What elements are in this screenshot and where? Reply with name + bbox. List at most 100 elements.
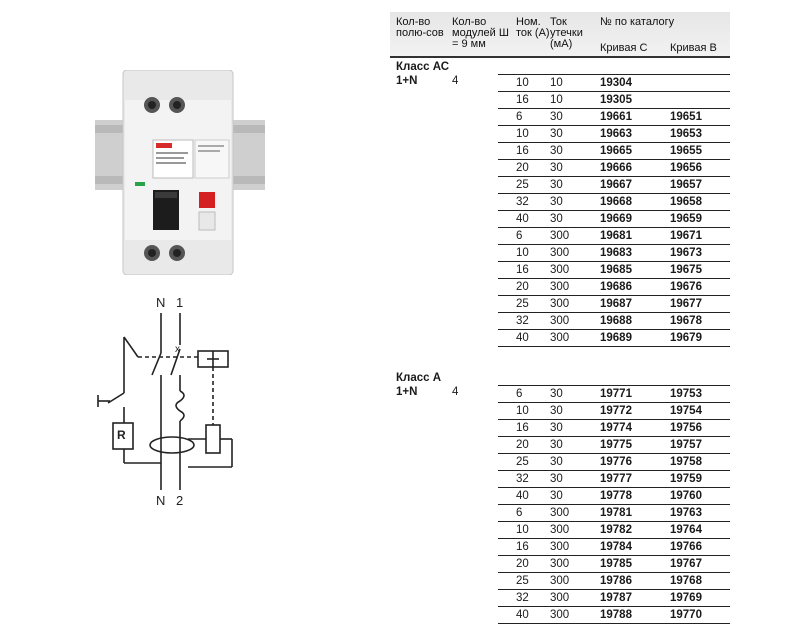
catalog-c-cell: 19304 [600, 77, 632, 89]
catalog-b-cell: 19753 [670, 388, 702, 400]
leakage-current-cell: 30 [550, 439, 563, 451]
catalog-c-cell: 19686 [600, 281, 632, 293]
catalog-c-cell: 19787 [600, 592, 632, 604]
catalog-b-cell: 19760 [670, 490, 702, 502]
leakage-current-cell: 300 [550, 541, 570, 553]
resistor-label: R [117, 428, 126, 442]
svg-text:x: x [175, 344, 180, 355]
catalog-c-cell: 19683 [600, 247, 632, 259]
table-row: 40 30 19778 19760 [498, 488, 730, 505]
leakage-current-cell: 30 [550, 405, 563, 417]
circuit-breaker-photo-icon [95, 69, 265, 276]
catalog-b-cell: 19758 [670, 456, 702, 468]
leakage-current-cell: 300 [550, 281, 570, 293]
table-row: 16 300 19784 19766 [498, 539, 730, 556]
leakage-current-cell: 30 [550, 456, 563, 468]
terminal-label-n-bottom: N [156, 493, 166, 508]
leakage-current-cell: 300 [550, 524, 570, 536]
catalog-c-cell: 19776 [600, 456, 632, 468]
rated-current-cell: 40 [516, 332, 529, 344]
leakage-current-cell: 30 [550, 145, 563, 157]
catalog-b-cell: 19759 [670, 473, 702, 485]
catalog-b-cell: 19653 [670, 128, 702, 140]
catalog-b-cell: 19767 [670, 558, 702, 570]
rated-current-cell: 16 [516, 541, 529, 553]
catalog-c-cell: 19786 [600, 575, 632, 587]
leakage-current-cell: 300 [550, 264, 570, 276]
leakage-current-cell: 30 [550, 490, 563, 502]
catalog-b-cell: 19756 [670, 422, 702, 434]
leakage-current-cell: 300 [550, 592, 570, 604]
header-curve-b: Кривая В [670, 42, 717, 54]
catalog-b-cell: 19769 [670, 592, 702, 604]
catalog-c-cell: 19782 [600, 524, 632, 536]
leakage-current-cell: 30 [550, 213, 563, 225]
catalog-b-cell: 19768 [670, 575, 702, 587]
catalog-b-cell: 19656 [670, 162, 702, 174]
catalog-b-cell: 19658 [670, 196, 702, 208]
header-curve-c: Кривая С [600, 42, 648, 54]
catalog-b-cell: 19678 [670, 315, 702, 327]
catalog-c-cell: 19305 [600, 94, 632, 106]
table-row: 40 300 19689 19679 [498, 330, 730, 347]
catalog-b-cell: 19673 [670, 247, 702, 259]
leakage-current-cell: 300 [550, 558, 570, 570]
rated-current-cell: 40 [516, 609, 529, 621]
catalog-b-cell: 19754 [670, 405, 702, 417]
rated-current-cell: 25 [516, 298, 529, 310]
catalog-c-cell: 19689 [600, 332, 632, 344]
catalog-b-cell: 19757 [670, 439, 702, 451]
leakage-current-cell: 30 [550, 179, 563, 191]
catalog-b-cell: 19764 [670, 524, 702, 536]
leakage-current-cell: 30 [550, 473, 563, 485]
catalog-b-cell: 19655 [670, 145, 702, 157]
catalog-c-cell: 19784 [600, 541, 632, 553]
catalog-c-cell: 19668 [600, 196, 632, 208]
leakage-current-cell: 300 [550, 575, 570, 587]
rated-current-cell: 16 [516, 422, 529, 434]
header-rated-current: Ном. ток (А) [516, 16, 550, 39]
leakage-current-cell: 300 [550, 332, 570, 344]
catalog-c-cell: 19775 [600, 439, 632, 451]
rated-current-cell: 40 [516, 490, 529, 502]
rated-current-cell: 20 [516, 281, 529, 293]
catalog-c-cell: 19785 [600, 558, 632, 570]
rated-current-cell: 32 [516, 196, 529, 208]
section-title: Класс А [396, 372, 442, 384]
catalog-c-cell: 19778 [600, 490, 632, 502]
leakage-current-cell: 10 [550, 94, 563, 106]
rcd-schematic-icon: x [97, 313, 233, 490]
catalog-table: Кол-во полю-сов Кол-во модулей Ш = 9 мм … [390, 12, 730, 624]
catalog-c-cell: 19772 [600, 405, 632, 417]
catalog-b-cell: 19766 [670, 541, 702, 553]
catalog-c-cell: 19774 [600, 422, 632, 434]
rated-current-cell: 10 [516, 247, 529, 259]
catalog-c-cell: 19688 [600, 315, 632, 327]
rated-current-cell: 10 [516, 77, 529, 89]
rated-current-cell: 16 [516, 145, 529, 157]
terminal-label-1-top: 1 [176, 295, 184, 310]
catalog-b-cell: 19679 [670, 332, 702, 344]
section-modules: 4 [452, 75, 459, 87]
catalog-c-cell: 19687 [600, 298, 632, 310]
